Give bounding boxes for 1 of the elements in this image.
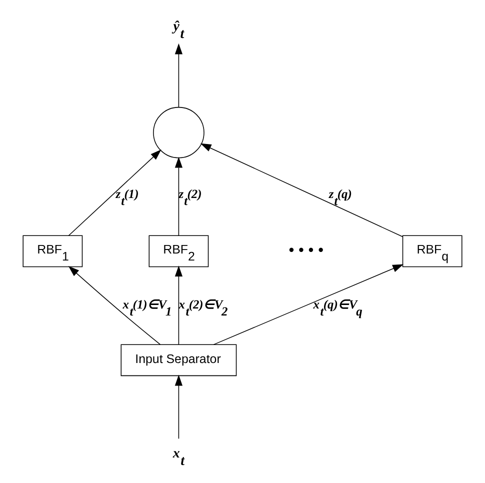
- label: • • • •: [288, 242, 324, 260]
